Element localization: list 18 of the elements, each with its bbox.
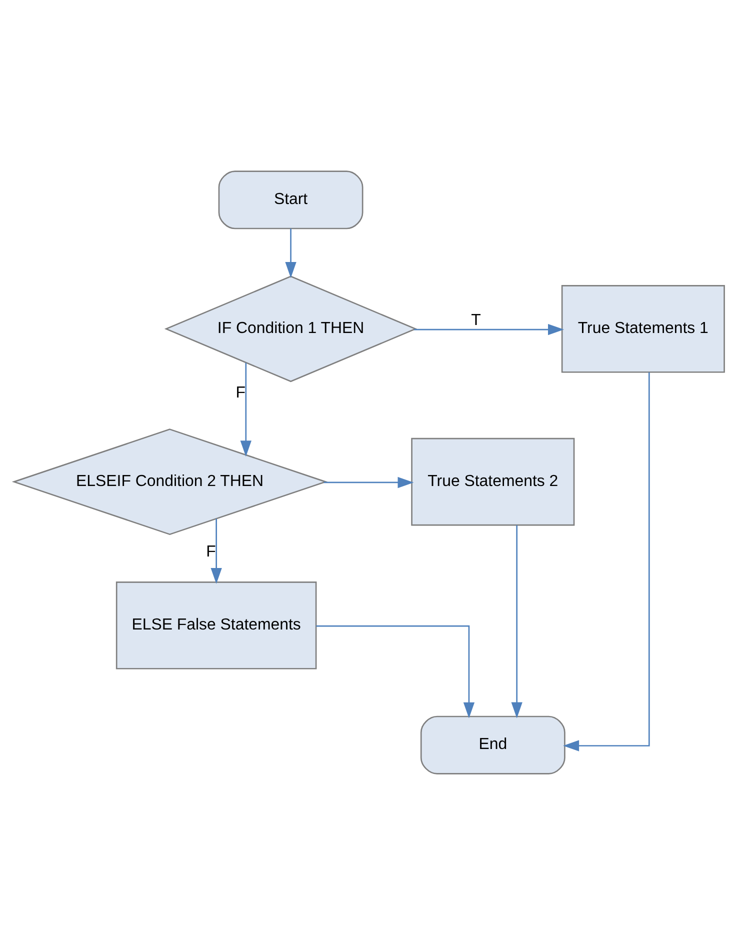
edge-label: T	[471, 312, 481, 329]
node-box: True Statements 2	[411, 437, 575, 526]
node-box: Start	[218, 170, 364, 229]
node-box: True Statements 1	[561, 284, 725, 372]
edge-label: F	[236, 384, 246, 402]
arrow	[240, 362, 252, 456]
arrow	[285, 228, 296, 278]
edge-label: F	[206, 542, 216, 560]
node-diamond: ELSEIF Condition 2 THEN	[12, 428, 328, 535]
arrow	[210, 518, 222, 584]
arrow	[563, 372, 650, 751]
node-box: ELSE False Statements	[116, 581, 317, 669]
node-box: End	[420, 715, 566, 774]
arrow	[511, 524, 522, 718]
arrow	[414, 323, 564, 335]
arrow	[316, 624, 475, 718]
arrow	[324, 476, 414, 488]
node-diamond: IF Condition 1 THEN	[164, 275, 418, 382]
